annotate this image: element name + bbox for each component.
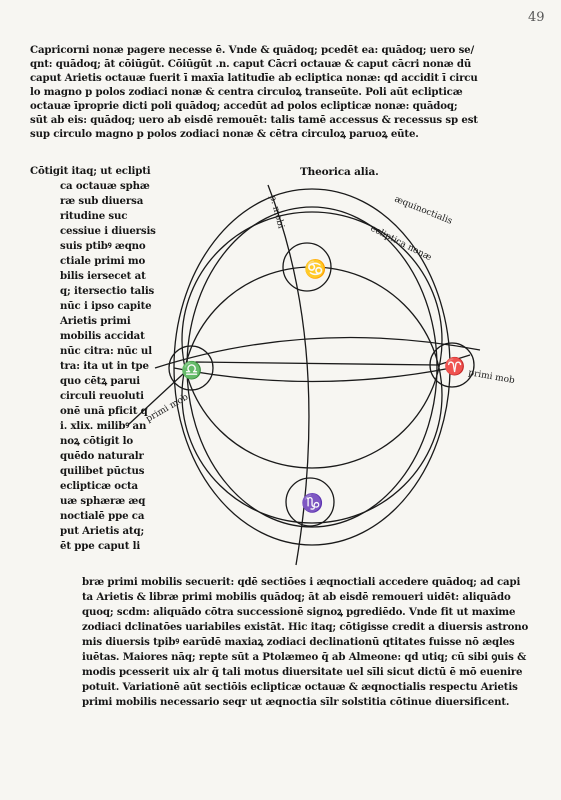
text-line: quilibet pūctus bbox=[60, 465, 145, 477]
colure-line bbox=[267, 184, 310, 566]
text-line: quo cētꝝ parui bbox=[60, 375, 140, 387]
text-line: tra: ita ut in tpe bbox=[60, 360, 149, 372]
text-line: ritudine suc bbox=[60, 210, 128, 222]
cancer-symbol: ♋ bbox=[304, 258, 326, 280]
text-line: Cōtigit itaq; ut eclipti bbox=[30, 165, 151, 177]
text-line: put Arietis atq; bbox=[60, 525, 145, 537]
text-line: qnt: quādoq; āt cōiūgūt. Cōiūgūt .n. cap… bbox=[30, 58, 472, 70]
text-line: noctialē ppe ca bbox=[60, 510, 145, 522]
text-line: circuli reuoluti bbox=[60, 390, 144, 402]
text-line: i. xlix. milibꝰ an bbox=[60, 420, 147, 432]
libra-symbol: ♎ bbox=[181, 360, 202, 381]
text-line: Arietis primi bbox=[60, 315, 131, 327]
small-circle-libra bbox=[168, 345, 214, 391]
label-primum-left: primi mob bbox=[145, 392, 191, 424]
text-line: ta Arietis & libræ primi mobilis quādoq;… bbox=[82, 591, 511, 603]
text-line: ca octauæ sphæ bbox=[60, 180, 150, 192]
text-line: sūt ab eis: quādoq; uero ab eisdē remouē… bbox=[30, 114, 478, 126]
text-line: nūc i ipso capite bbox=[60, 300, 152, 312]
label-primum-right: primi mob bbox=[467, 368, 515, 386]
text-line: iuētas. Maiores nāq; repte sūt a Ptolæme… bbox=[82, 651, 527, 663]
text-line: lo magno p polos zodiaci nonæ & centra c… bbox=[30, 86, 463, 98]
text-line: Capricorni nonæ pagere necesse ē. Vnde &… bbox=[30, 44, 475, 56]
text-line: mobilis accidat bbox=[60, 330, 145, 342]
small-circle-capricorn bbox=[285, 477, 335, 527]
ecliptic-arc bbox=[173, 367, 452, 383]
text-line: potuit. Variationē aūt sectiōis ecliptic… bbox=[82, 681, 518, 693]
text-line: caput Arietis octauæ fuerit ī maxīa lati… bbox=[30, 72, 478, 84]
text-line: cessiue i diuersis bbox=[60, 225, 156, 237]
lower-circle bbox=[181, 266, 443, 524]
text-line: q; itersectio talis bbox=[60, 285, 155, 297]
text-line: octauæ īproprie dicti poli quādoq; acced… bbox=[30, 100, 458, 112]
text-line: nūc citra: nūc ul bbox=[60, 345, 152, 357]
label-ecliptica-nonae: ecliptica nonæ bbox=[369, 224, 433, 263]
text-line: onē unā pficit q bbox=[60, 405, 148, 417]
text-line: ræ sub diuersa bbox=[60, 195, 144, 207]
text-line: sup circulo magno p polos zodiaci nonæ &… bbox=[30, 128, 419, 140]
outer-circle bbox=[173, 188, 451, 546]
diagram-title: Theorica alia. bbox=[300, 166, 379, 178]
text-line: noꝝ cōtigit lo bbox=[60, 435, 134, 447]
text-line: primi mobilis necessario seqr ut æqnocti… bbox=[82, 696, 510, 708]
text-line: uæ sphæræ æq bbox=[60, 495, 146, 507]
equator-arc bbox=[154, 336, 481, 369]
axis-line bbox=[127, 354, 471, 426]
text-line: bilis iersecet at bbox=[60, 270, 146, 282]
text-line: modis pcesserit uix alr q̄ tali motus di… bbox=[82, 666, 523, 678]
text-line: zodiaci dclinatōes uariabiles existāt. H… bbox=[82, 621, 529, 633]
label-aequinoctialis: æquinoctialis bbox=[393, 195, 454, 227]
text-line: ēt ppe caput li bbox=[60, 540, 141, 552]
text-line: bræ primi mobilis secuerit: qdē sectiōes… bbox=[82, 576, 521, 588]
text-line: suis ptibꝰ æqno bbox=[60, 240, 146, 252]
small-circle-cancer bbox=[282, 242, 332, 292]
aries-symbol: ♈ bbox=[444, 356, 465, 377]
text-line: ctiale primi mo bbox=[60, 255, 146, 267]
upper-circle bbox=[181, 211, 443, 469]
text-line: eclipticæ octa bbox=[60, 480, 139, 492]
middle-circle bbox=[186, 206, 438, 528]
folio-number: 49 bbox=[528, 10, 545, 25]
text-line: quēdo naturalr bbox=[60, 450, 144, 462]
small-circle-aries bbox=[429, 342, 475, 388]
text-line: quoq; scdm: aliquādo cōtra successionē s… bbox=[82, 606, 516, 618]
text-line: mis diuersis tpibꝰ earūdē maxiaꝝ zodiaci… bbox=[82, 636, 515, 648]
capricorn-symbol: ♑ bbox=[301, 492, 323, 514]
